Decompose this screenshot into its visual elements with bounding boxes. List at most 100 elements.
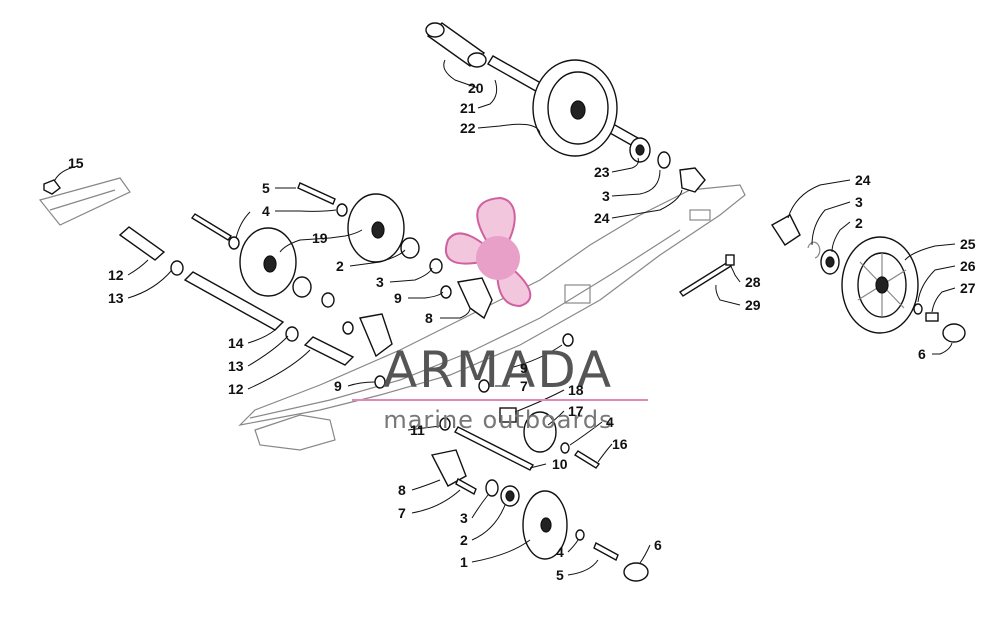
callout-8-upper: 8	[425, 310, 433, 326]
ring-3-right	[807, 241, 821, 259]
callout-12-upper: 12	[108, 267, 124, 283]
callout-13-lower: 13	[228, 358, 244, 374]
washer-4-upper	[336, 203, 348, 217]
ring-3-top	[657, 151, 671, 169]
bracket-8-lower	[430, 449, 467, 487]
wheel-17	[523, 411, 557, 453]
callout-3-right: 3	[855, 194, 863, 210]
callout-16: 16	[612, 436, 628, 452]
watermark-brand: ARMADA	[383, 341, 613, 399]
tube-12-upper	[118, 226, 166, 261]
callout-13-upper: 13	[108, 290, 124, 306]
callout-27: 27	[960, 280, 976, 296]
spacer-20	[425, 22, 487, 68]
callout-15: 15	[68, 155, 84, 171]
slide-rail	[238, 184, 746, 426]
bolt-16	[573, 450, 601, 469]
callout-25: 25	[960, 236, 976, 252]
washer-4-center	[560, 442, 570, 454]
callout-8-lower: 8	[398, 482, 406, 498]
wheel-19-right	[347, 193, 405, 263]
hub-24-right	[771, 214, 801, 246]
callout-28: 28	[745, 274, 761, 290]
callout-4-center: 4	[606, 414, 614, 430]
wheel-19-left	[239, 227, 297, 297]
nut-9-left	[342, 321, 386, 389]
callout-3-lower: 3	[460, 510, 468, 526]
bearing-2-left	[292, 276, 312, 298]
callout-6-lower: 6	[654, 537, 662, 553]
bolt-10	[454, 426, 534, 471]
callout-26: 26	[960, 258, 976, 274]
callout-5-upper: 5	[262, 180, 270, 196]
callout-4-upper: 4	[262, 203, 270, 219]
washer-4-lower	[575, 529, 585, 541]
callout-12-lower: 12	[228, 381, 244, 397]
shaft-14	[183, 271, 285, 331]
bearing-23	[629, 137, 651, 163]
callout-9-left: 9	[334, 378, 342, 394]
callout-6-right: 6	[918, 346, 926, 362]
propeller-icon	[445, 196, 532, 308]
callout-24-right: 24	[855, 172, 871, 188]
nut-9-right	[562, 333, 574, 347]
rail-tip	[254, 414, 336, 451]
callout-18: 18	[568, 382, 584, 398]
bracket-8-upper	[456, 277, 493, 320]
callout-labels: 20 21 22 23 3 24 24 3 2 25 26 27 6 28 29…	[68, 80, 976, 583]
callout-9-upper: 9	[394, 290, 402, 306]
callout-11: 11	[410, 422, 425, 438]
watermark-tagline: marine outboards	[383, 406, 612, 434]
callout-4-lower: 4	[556, 544, 564, 560]
bearing-2-mid	[400, 237, 420, 259]
watermark-logo: ARMADA marine outboards	[352, 196, 648, 434]
nut-15	[43, 179, 61, 195]
ring-13-lower	[285, 326, 299, 342]
callout-2-right: 2	[855, 215, 863, 231]
ring-13-upper	[170, 260, 184, 276]
ring-3-mid	[321, 258, 443, 308]
callout-17: 17	[568, 403, 584, 419]
bearing-2-right	[820, 249, 840, 275]
cap-6-right	[942, 323, 966, 343]
tube-12-lower	[303, 336, 355, 366]
callout-29: 29	[745, 297, 761, 313]
nut-9-upper	[440, 285, 452, 299]
callout-2-lower: 2	[460, 532, 468, 548]
bolt-5-lower	[593, 542, 619, 561]
callout-7-center: 7	[520, 378, 528, 394]
hub-24-top	[679, 167, 706, 193]
cap-6-lower	[623, 562, 649, 582]
bolt-11	[439, 417, 451, 431]
bolt-29	[678, 261, 733, 297]
wheel-1	[522, 490, 568, 560]
bolt-5-upper	[297, 182, 336, 205]
callout-3-mid: 3	[376, 274, 384, 290]
bolt-27	[925, 312, 939, 322]
wheel-22	[532, 59, 618, 157]
callout-9-right: 9	[520, 360, 528, 376]
bolt-7-center	[478, 379, 490, 393]
callout-20: 20	[468, 80, 484, 96]
washer-26	[913, 303, 923, 315]
callout-14: 14	[228, 335, 244, 351]
callout-21: 21	[460, 100, 476, 116]
bolt-4-lower	[190, 213, 240, 250]
bolt-7-lower	[455, 478, 477, 495]
spacer-18	[499, 407, 517, 423]
wheel-25	[841, 236, 919, 334]
callout-7-lower: 7	[398, 505, 406, 521]
callout-24-top: 24	[594, 210, 610, 226]
callout-3-top: 3	[602, 188, 610, 204]
callout-2-mid: 2	[336, 258, 344, 274]
callout-5-lower: 5	[556, 567, 564, 583]
bracket-8-mid	[359, 313, 393, 358]
rail-end-left	[38, 177, 131, 226]
callout-22: 22	[460, 120, 476, 136]
leader-lines	[54, 59, 956, 576]
bearing-2-lower	[500, 485, 520, 507]
callout-19: 19	[312, 230, 328, 246]
callout-10: 10	[552, 456, 568, 472]
callout-1: 1	[460, 554, 468, 570]
